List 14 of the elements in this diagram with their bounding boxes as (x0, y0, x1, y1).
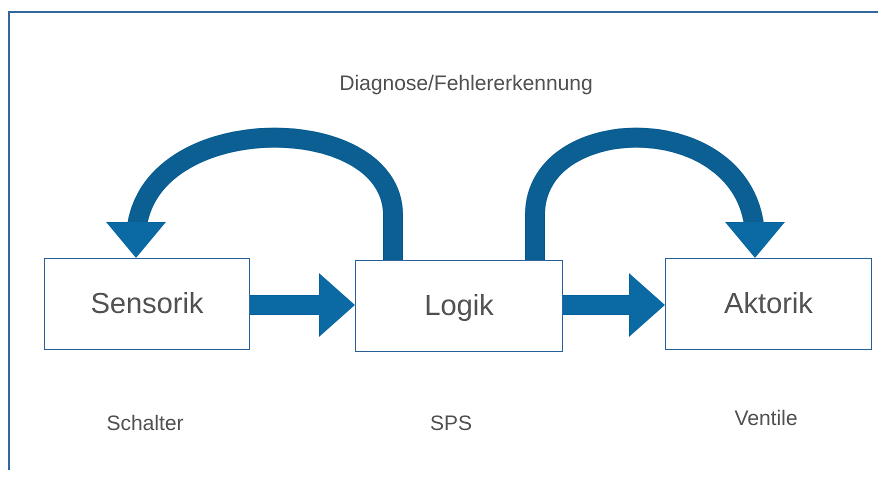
block-arrow (250, 273, 355, 337)
box-label: Aktorik (724, 288, 813, 320)
box-label: Sensorik (90, 288, 204, 320)
process-box (665, 258, 872, 350)
heading-label: Diagnose/Fehlererkennung (339, 72, 593, 96)
process-box (44, 258, 250, 350)
caption-text: Schalter (106, 412, 184, 436)
caption-text: SPS (430, 412, 472, 436)
process-box (355, 260, 563, 352)
box-label: Logik (424, 290, 494, 322)
curved-arrow (109, 128, 403, 260)
block-arrow (563, 273, 665, 337)
caption-text: Ventile (734, 407, 798, 431)
curved-arrow (525, 128, 782, 260)
